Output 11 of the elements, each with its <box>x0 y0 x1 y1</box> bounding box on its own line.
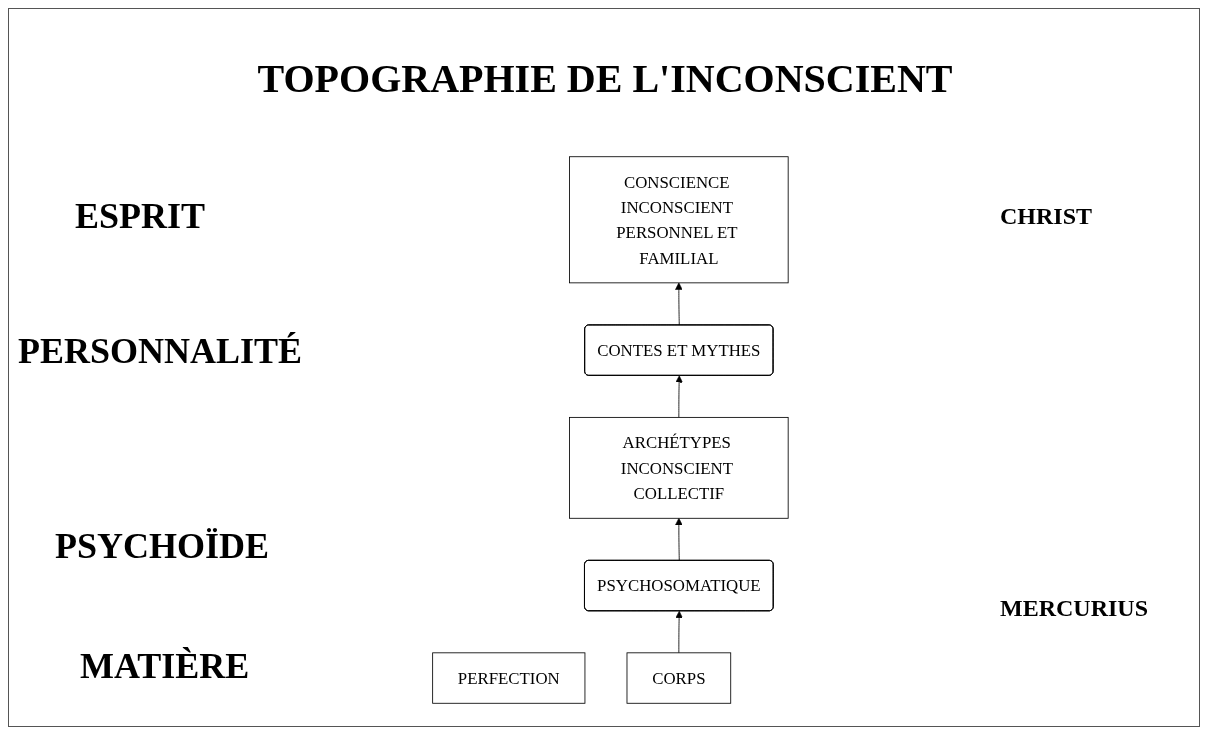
node-box: PERFECTION <box>431 652 585 704</box>
node-box: ARCHÉTYPES INCONSCIENT COLLECTIF <box>568 416 789 519</box>
side-label: PSYCHOÏDE <box>55 525 270 567</box>
side-label: CHRIST <box>1000 203 1093 230</box>
side-label: PERSONNALITÉ <box>18 330 303 372</box>
node-box: CONSCIENCE INCONSCIENT PERSONNEL ET FAMILIAL <box>568 156 789 284</box>
side-label: ESPRIT <box>75 195 206 237</box>
side-label: MERCURIUS <box>1000 595 1148 622</box>
title: TOPOGRAPHIE DE L'INCONSCIENT <box>256 55 954 102</box>
node-box: CORPS <box>626 652 731 704</box>
side-label: MATIÈRE <box>80 645 250 687</box>
